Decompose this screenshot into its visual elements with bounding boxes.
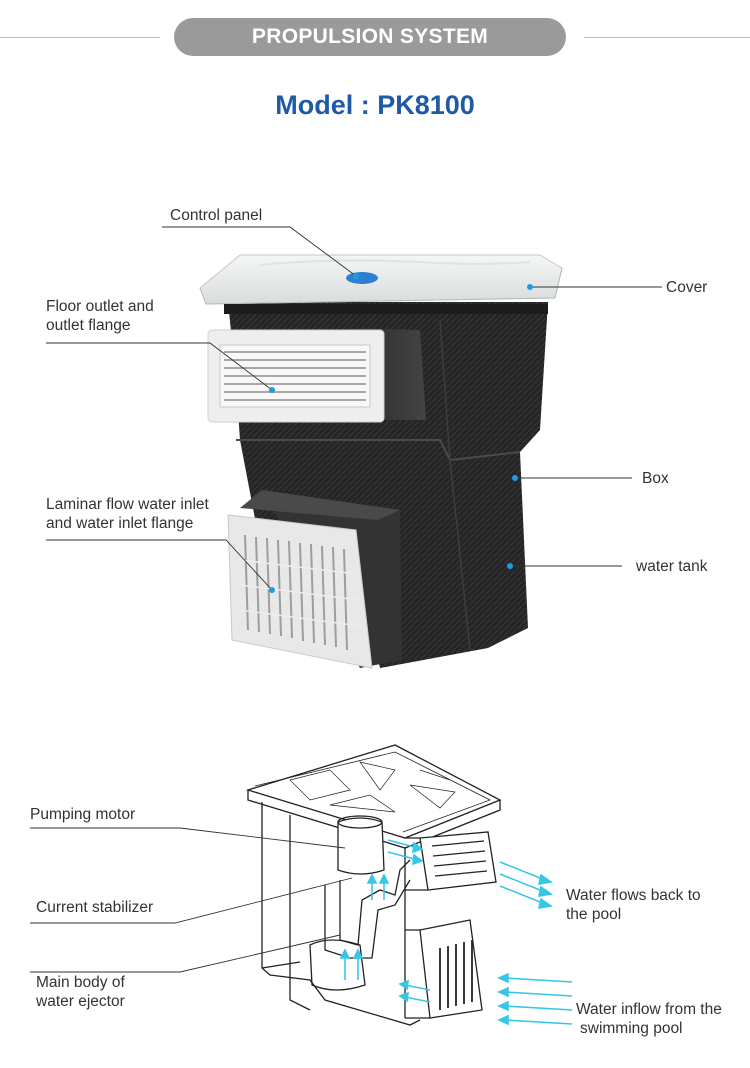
outlet-flange: [207, 328, 426, 423]
leader-lines-top: [46, 226, 662, 591]
label-pumping-motor: Pumping motor: [30, 806, 136, 823]
flow-arrows: [339, 839, 573, 1026]
leader-dots-top: [269, 273, 533, 593]
label-flows-back-line2: the pool: [566, 906, 622, 923]
label-floor-outlet-line2: outlet flange: [46, 317, 131, 334]
label-box: Box: [642, 470, 669, 487]
label-laminar-line1: Laminar flow water inlet: [46, 496, 209, 513]
label-floor-outlet-line1: Floor outlet and: [46, 298, 154, 315]
leader-lines-bottom: [30, 827, 353, 973]
cutaway-diagram: [245, 744, 502, 1026]
inlet-flange: [227, 490, 402, 669]
header-rule-left: [0, 37, 160, 38]
label-laminar-line2: and water inlet flange: [46, 515, 194, 532]
control-panel-button: [346, 272, 378, 284]
label-inflow-line2: swimming pool: [580, 1020, 683, 1037]
label-flows-back-line1: Water flows back to: [566, 887, 701, 904]
label-water-tank: water tank: [636, 558, 708, 575]
label-control-panel: Control panel: [170, 207, 263, 224]
label-current-stabilizer: Current stabilizer: [36, 899, 154, 916]
model-title: Model : PK8100: [275, 90, 475, 120]
cover-lid: [199, 254, 563, 314]
header-rule-right: [584, 37, 750, 38]
label-cover: Cover: [666, 279, 708, 296]
label-inflow-line1: Water inflow from the: [576, 1001, 722, 1018]
section-title: PROPULSION SYSTEM: [174, 18, 566, 56]
label-main-body-line2: water ejector: [36, 993, 125, 1010]
label-main-body-line1: Main body of: [36, 974, 125, 991]
